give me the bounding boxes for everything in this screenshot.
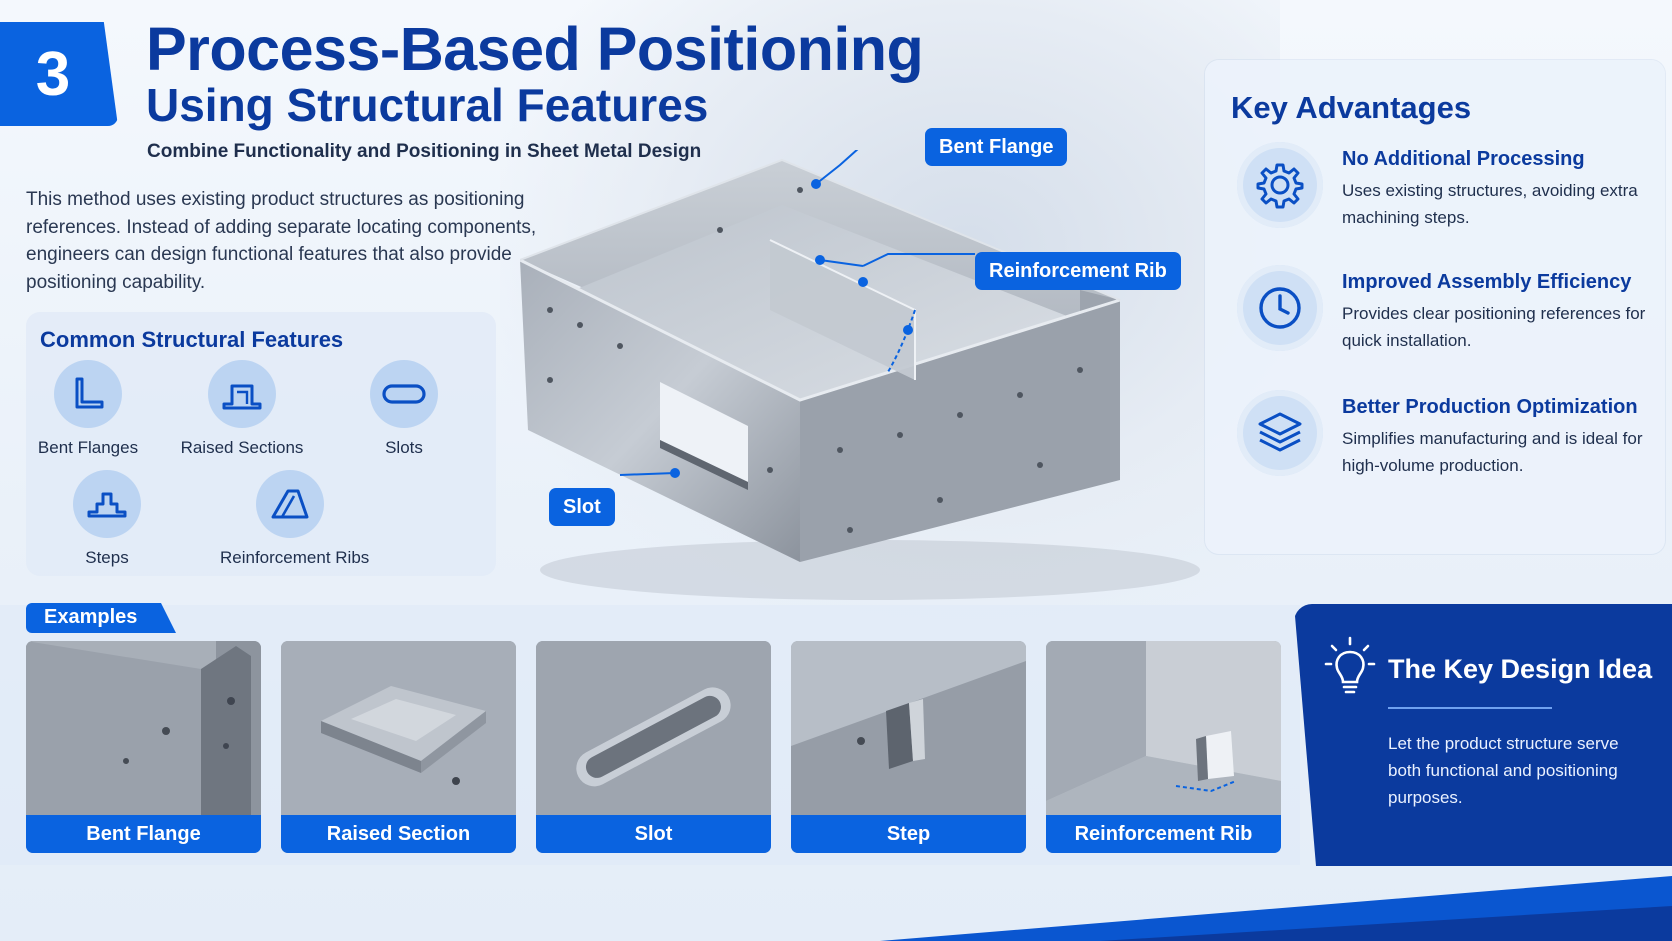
page-subtitle: Combine Functionality and Positioning in… <box>147 141 702 162</box>
callout-reinforcement-rib: Reinforcement Rib <box>975 252 1181 290</box>
feature-label: Raised Sections <box>180 438 304 457</box>
examples-tag: Examples <box>26 603 176 633</box>
example-caption: Slot <box>536 815 771 853</box>
example-card-bent-flange: Bent Flange <box>26 641 261 853</box>
intro-paragraph: This method uses existing product struct… <box>26 189 537 293</box>
callout-bent-flange: Bent Flange <box>925 128 1068 166</box>
example-caption: Step <box>791 815 1026 853</box>
lightbulb-icon <box>1324 636 1376 694</box>
feature-label: Bent Flanges <box>37 438 139 457</box>
advantage-description: Simplifies manufacturing and is ideal fo… <box>1342 429 1643 475</box>
feature-bent-flanges: Bent Flanges <box>18 360 158 458</box>
example-image-reinforcement-rib <box>1046 641 1281 815</box>
example-image-step <box>791 641 1026 815</box>
slot-icon <box>382 384 426 404</box>
advantage-heading: No Additional Processing <box>1342 148 1585 170</box>
example-card-reinforcement-rib: Reinforcement Rib <box>1046 641 1281 853</box>
example-image-raised-section <box>281 641 516 815</box>
feature-label: Slots <box>385 438 423 457</box>
feature-label: Reinforcement Ribs <box>220 548 370 567</box>
section-number-badge: 3 <box>0 22 118 126</box>
raised-section-icon <box>222 384 262 410</box>
key-advantages-title: Key Advantages <box>1231 90 1472 125</box>
example-image-slot <box>536 641 771 815</box>
page-title-line2: Using Structural Features <box>146 79 709 131</box>
step-icon <box>87 492 127 518</box>
advantage-description: Uses existing structures, avoiding extra… <box>1342 181 1638 227</box>
common-features-panel: Common Structural Features Bent Flanges … <box>26 312 496 576</box>
key-design-idea-title: The Key Design Idea <box>1388 654 1653 684</box>
example-card-step: Step <box>791 641 1026 853</box>
feature-steps: Steps <box>37 470 177 568</box>
callout-slot: Slot <box>549 488 615 526</box>
feature-raised-sections: Raised Sections <box>172 360 312 458</box>
key-design-idea-text: Let the product structure serve both fun… <box>1388 734 1619 807</box>
bottom-decoration <box>880 876 1672 941</box>
example-caption: Bent Flange <box>26 815 261 853</box>
gear-icon <box>1256 163 1304 209</box>
bent-flange-icon <box>75 377 104 409</box>
divider <box>1388 707 1552 709</box>
clock-icon <box>1259 287 1301 329</box>
reinforcement-rib-icon <box>271 489 309 519</box>
feature-reinforcement-ribs: Reinforcement Ribs <box>220 470 370 568</box>
advantage-heading: Better Production Optimization <box>1342 396 1638 418</box>
example-image-bent-flange <box>26 641 261 815</box>
feature-slots: Slots <box>334 360 474 458</box>
key-advantages-panel: Key Advantages No Additional Processing … <box>1205 60 1665 554</box>
example-card-slot: Slot <box>536 641 771 853</box>
common-features-title: Common Structural Features <box>40 327 344 352</box>
example-caption: Reinforcement Rib <box>1046 815 1281 853</box>
page-title-line1: Process-Based Positioning <box>146 15 924 83</box>
feature-label: Steps <box>85 548 129 567</box>
sheet-metal-box-image <box>520 150 1200 600</box>
layers-icon <box>1258 412 1302 452</box>
example-card-raised-section: Raised Section <box>281 641 516 853</box>
example-caption: Raised Section <box>281 815 516 853</box>
advantage-heading: Improved Assembly Efficiency <box>1342 271 1632 293</box>
key-design-idea-panel: The Key Design Idea Let the product stru… <box>1294 604 1672 866</box>
advantage-description: Provides clear positioning references fo… <box>1342 304 1646 350</box>
